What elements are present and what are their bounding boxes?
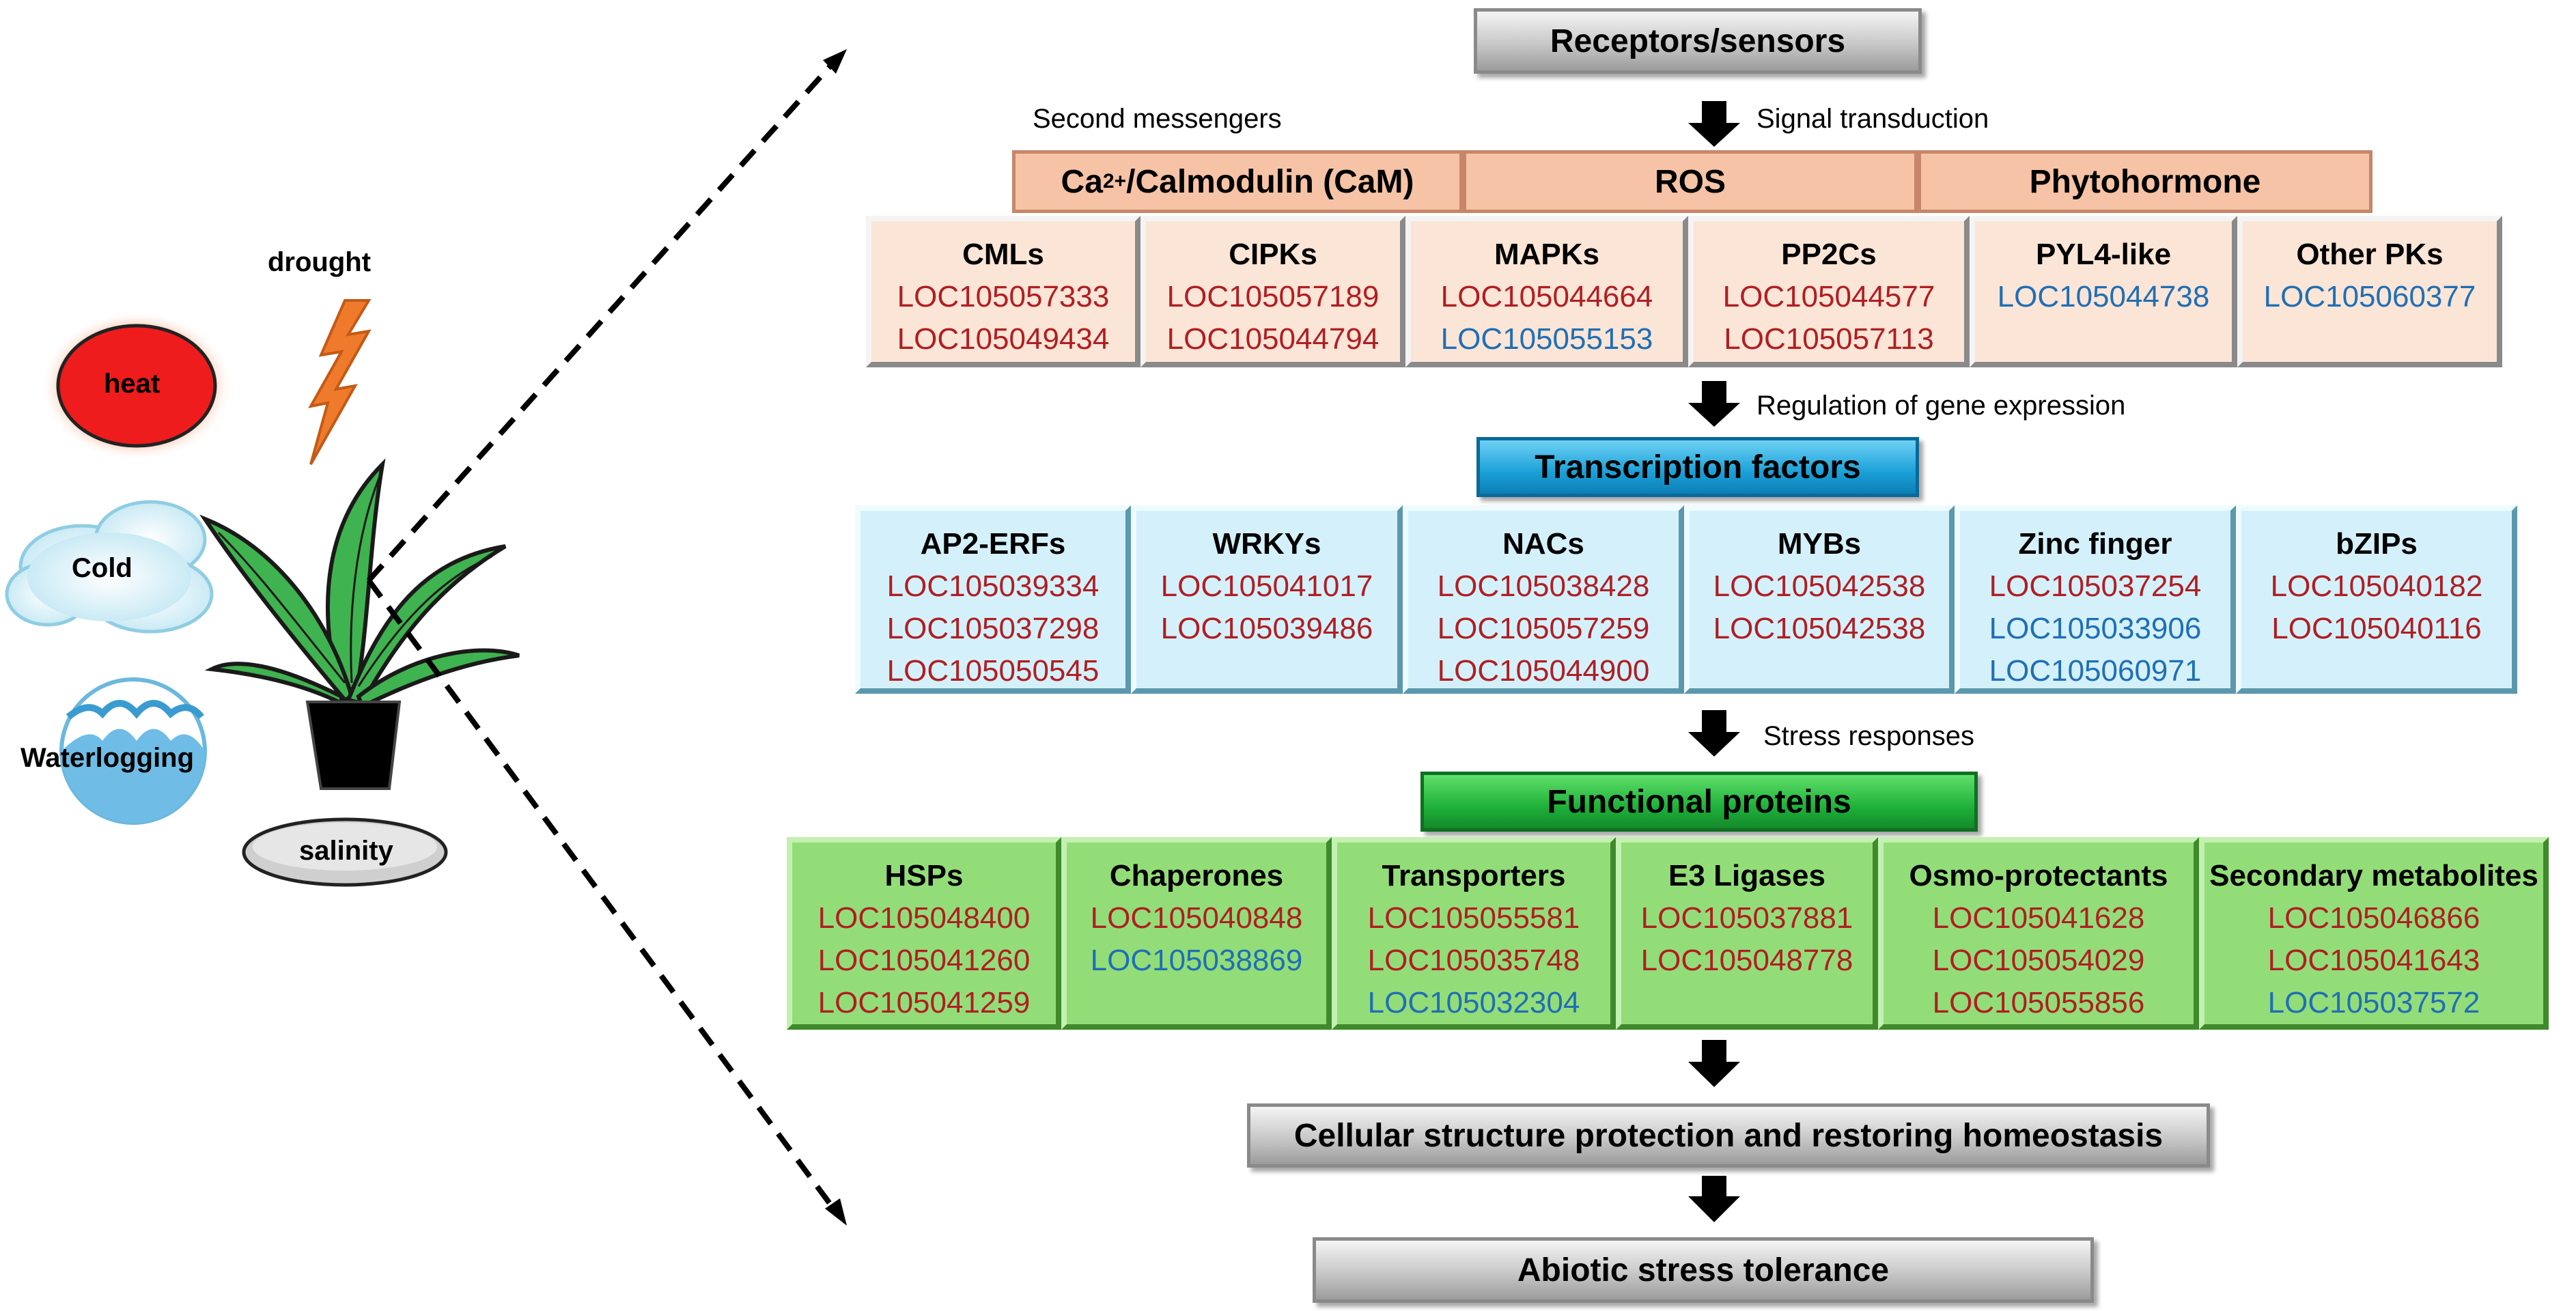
- drought-label: drought: [268, 247, 372, 277]
- cold-label: Cold: [72, 553, 132, 583]
- receptors-bar: Receptors/sensors: [1474, 8, 1922, 74]
- dashed-arrow-up: [367, 61, 835, 582]
- cold-cloud-icon: [5, 500, 214, 634]
- plant-pot-icon: [305, 701, 402, 790]
- arrow-down-icon: [1688, 101, 1740, 147]
- heat-sun: [56, 324, 217, 448]
- arrow-down-icon: [1688, 710, 1740, 757]
- signal-transduction-label: Signal transduction: [1756, 104, 1989, 134]
- arrow-down-icon: [1688, 1040, 1740, 1087]
- phytohormone-bar: Phytohormone: [1918, 150, 2372, 213]
- tolerance-bar: Abiotic stress tolerance: [1313, 1237, 2094, 1303]
- waterlogging-label: Waterlogging: [20, 743, 195, 773]
- stress-responses-label: Stress responses: [1763, 721, 1975, 751]
- homeostasis-bar: Cellular structure protection and restor…: [1247, 1103, 2210, 1168]
- second-messengers-label: Second messengers: [1033, 104, 1282, 134]
- regulation-label: Regulation of gene expression: [1756, 391, 2126, 421]
- arrow-down-icon: [1688, 381, 1740, 427]
- ros-bar: ROS: [1463, 150, 1918, 213]
- salinity-label: salinity: [299, 836, 393, 866]
- drought-bolt-icon: [308, 299, 372, 465]
- functional-proteins-bar: Functional proteins: [1420, 772, 1978, 832]
- transcription-factors-bar: Transcription factors: [1476, 437, 1919, 497]
- waterlogging-icon: [59, 677, 207, 825]
- heat-label: heat: [104, 369, 160, 399]
- arrow-down-icon: [1688, 1176, 1740, 1222]
- stress-illustration: [5, 49, 847, 1226]
